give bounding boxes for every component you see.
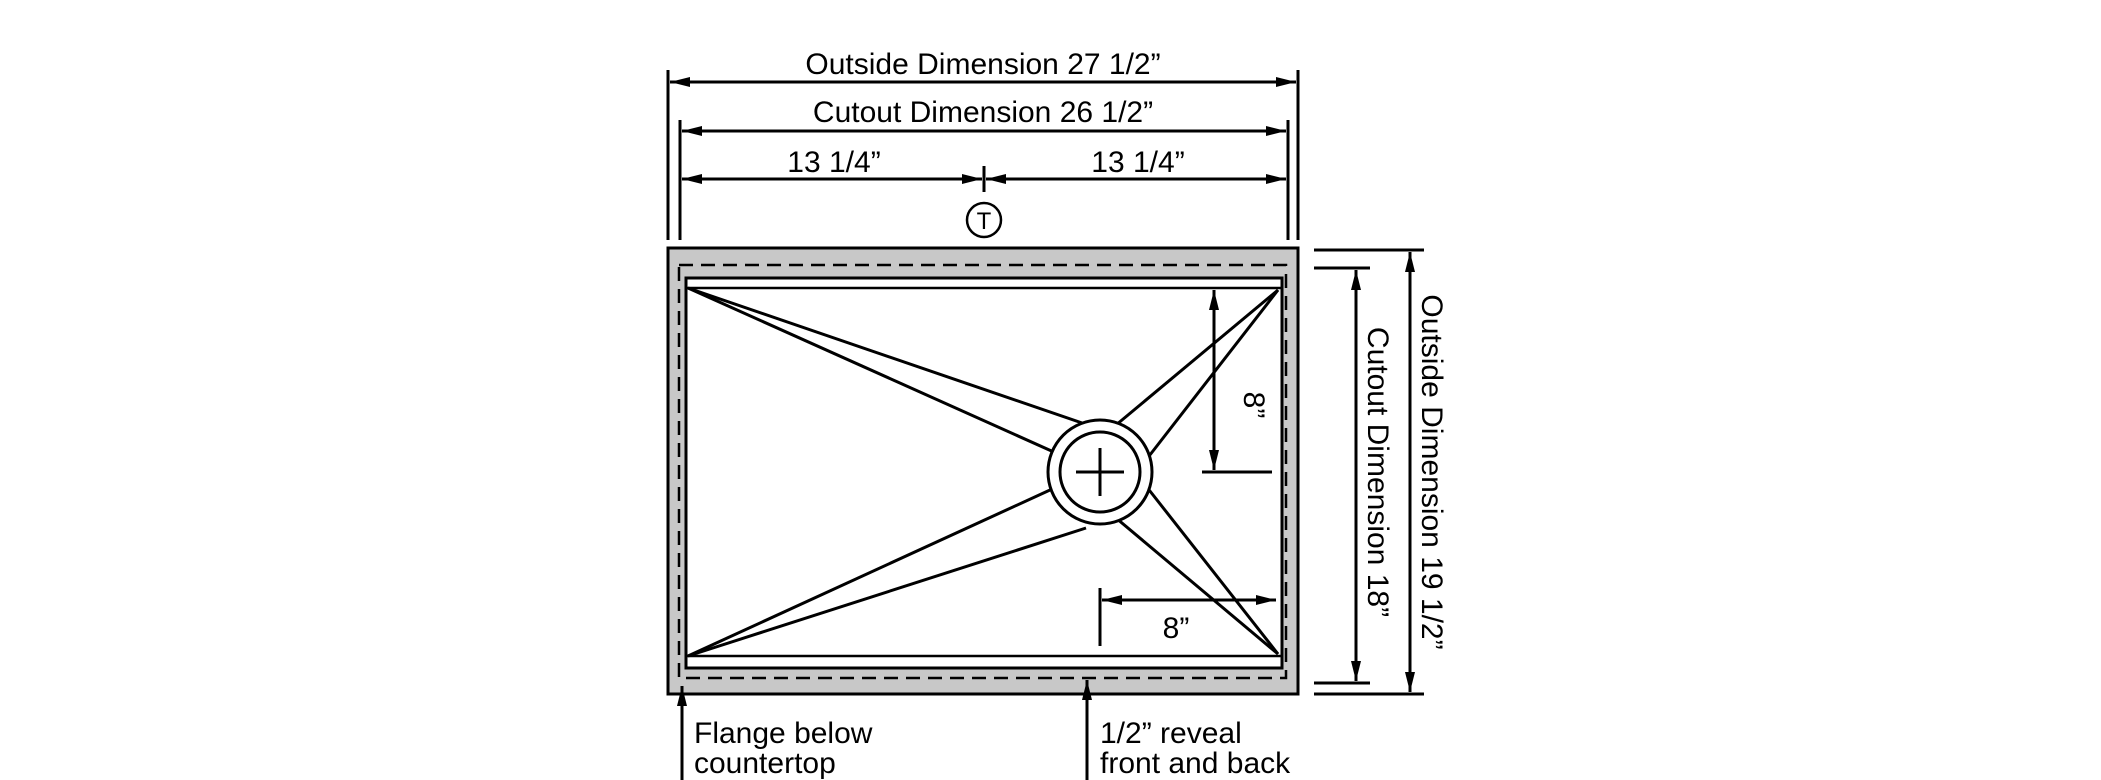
sink-basin-inner (684, 286, 1284, 658)
reveal-note-line2: front and back (1100, 747, 1291, 780)
drain-horizontal-label: 8” (1163, 612, 1190, 645)
flange-note-line1: Flange below (694, 717, 873, 750)
half-right-label: 13 1/4” (1091, 146, 1184, 179)
cutout-width-label: Cutout Dimension 26 1/2” (813, 96, 1153, 129)
right-extension-lines (1314, 248, 1424, 696)
center-marker-label: T (977, 208, 992, 235)
top-extension-lines (666, 70, 1300, 240)
outside-width-label: Outside Dimension 27 1/2” (805, 48, 1160, 81)
outside-height-label: Outside Dimension 19 1/2” (1415, 294, 1448, 649)
center-marker-circle (965, 201, 1003, 239)
reveal-note-line1: 1/2” reveal (1100, 717, 1242, 750)
flange-note-line2: countertop (694, 747, 836, 780)
drain-vertical-label: 8” (1237, 392, 1270, 419)
half-left-label: 13 1/4” (787, 146, 880, 179)
cutout-dashed-line (677, 263, 1288, 680)
basin-slope-lines (687, 286, 1280, 658)
sink-basin-outer (684, 276, 1284, 670)
cutout-height-label: Cutout Dimension 18” (1361, 327, 1394, 617)
drain-inner-ring (1058, 430, 1142, 514)
